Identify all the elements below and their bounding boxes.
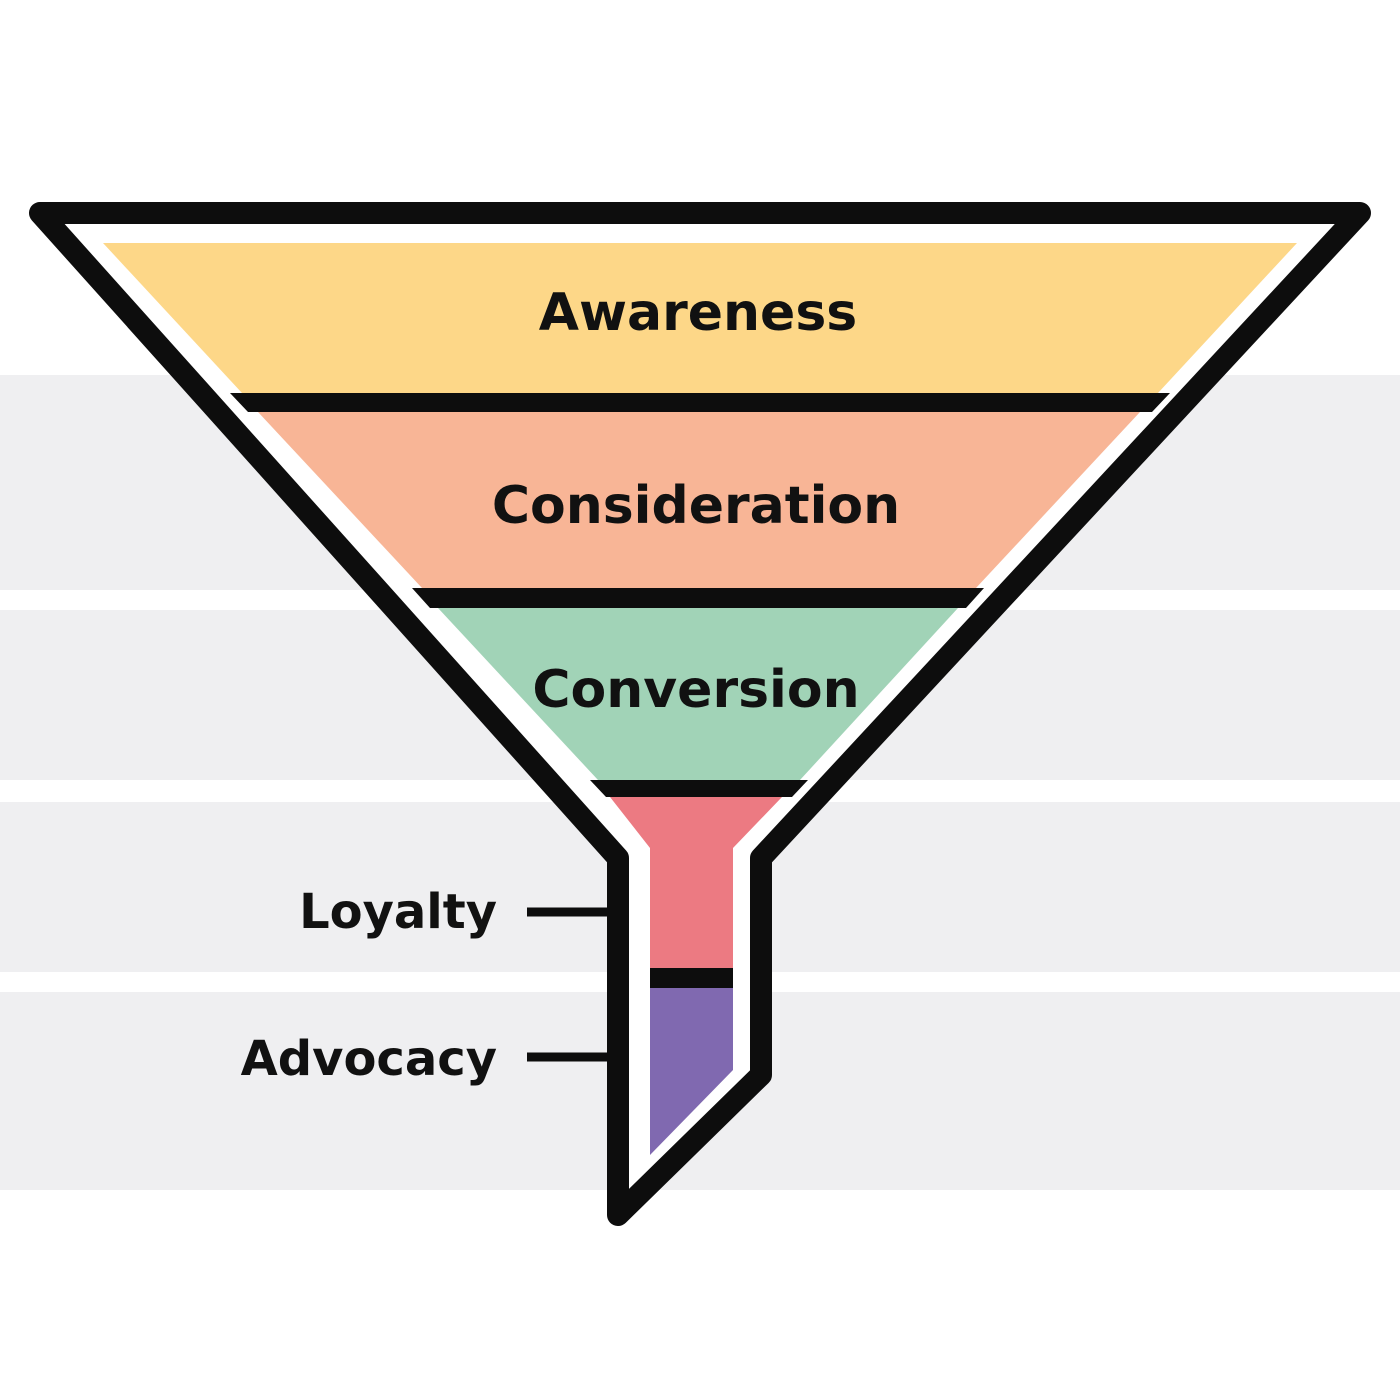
divider-1 xyxy=(230,393,1170,412)
divider-2 xyxy=(412,588,984,608)
stage-conversion xyxy=(438,608,958,780)
label-awareness: Awareness xyxy=(539,283,857,343)
stage-advocacy xyxy=(650,988,733,1155)
divider-3 xyxy=(590,780,808,797)
label-conversion: Conversion xyxy=(532,660,859,720)
stage-consideration xyxy=(258,412,1140,588)
funnel-stages xyxy=(103,243,1297,1155)
label-consideration: Consideration xyxy=(492,476,900,536)
label-loyalty: Loyalty xyxy=(299,884,497,940)
stage-dividers xyxy=(230,393,1170,988)
divider-4 xyxy=(650,968,733,988)
label-advocacy: Advocacy xyxy=(241,1031,497,1087)
stage-awareness xyxy=(103,243,1297,393)
funnel-outline xyxy=(29,202,1371,1226)
stage-loyalty xyxy=(610,797,782,968)
